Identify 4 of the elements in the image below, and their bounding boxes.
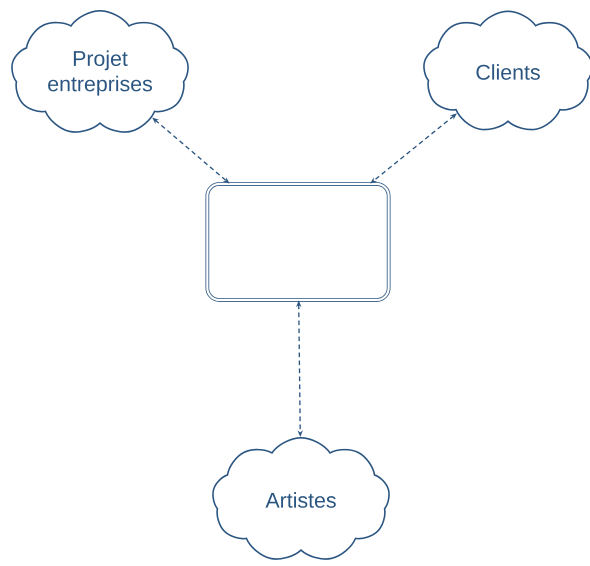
process-box (205, 182, 391, 302)
cloud: Artistes (212, 437, 390, 560)
cloud: Clients (423, 10, 590, 130)
cloud: Projet entreprises (11, 10, 189, 133)
